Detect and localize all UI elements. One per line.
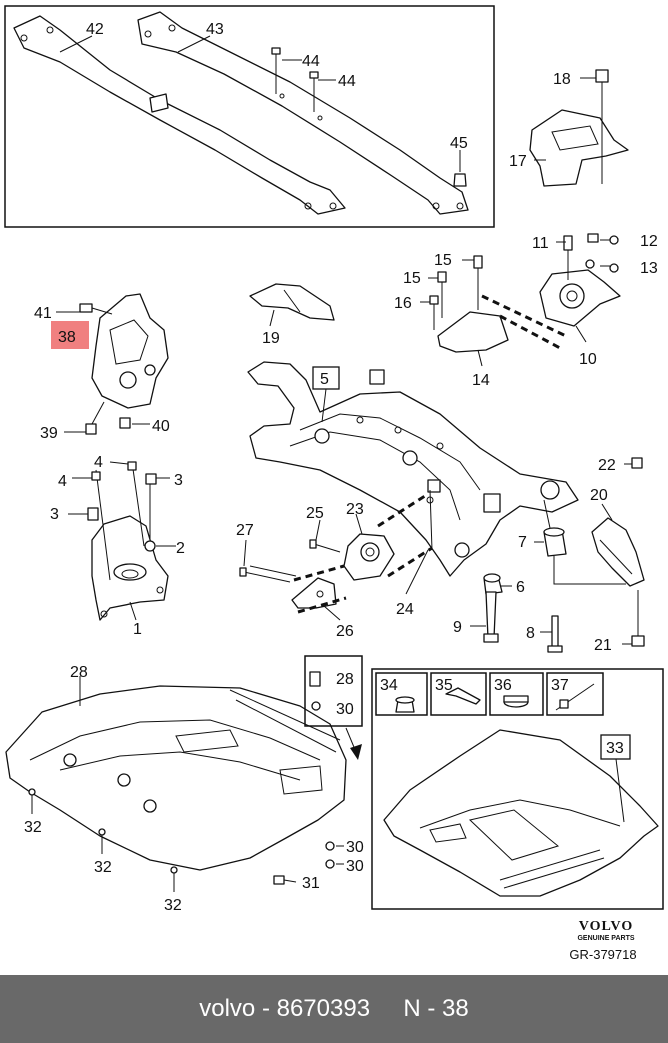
undercover-detail xyxy=(383,729,659,897)
part-14-bracket xyxy=(429,255,509,353)
label-39: 39 xyxy=(40,425,58,442)
part-17-bracket xyxy=(529,69,629,187)
label-32a: 32 xyxy=(24,819,42,836)
label-31: 31 xyxy=(302,875,320,892)
label-35: 35 xyxy=(435,677,453,694)
rails-frame xyxy=(4,5,495,228)
label-14: 14 xyxy=(472,372,490,389)
part-38-engine-mount xyxy=(79,293,169,435)
label-3a: 3 xyxy=(174,472,183,489)
label-26: 26 xyxy=(336,623,354,640)
footer-spacer xyxy=(370,995,403,1023)
fasteners-30-31-32 xyxy=(28,788,335,892)
fasteners-28-30 xyxy=(309,671,321,711)
label-19: 19 xyxy=(262,330,280,347)
label-1: 1 xyxy=(133,621,142,638)
box-37 xyxy=(546,672,604,716)
part-20-bracket xyxy=(591,517,645,587)
label-22: 22 xyxy=(598,457,616,474)
label-6: 6 xyxy=(516,579,525,596)
label-2: 2 xyxy=(176,540,185,557)
label-37: 37 xyxy=(551,677,569,694)
callout-labels: 1 2 3 3 4 4 5 6 7 8 9 10 11 12 13 14 15 … xyxy=(24,21,658,914)
box-35 xyxy=(430,672,487,716)
diagram-ref: GR-379718 xyxy=(569,947,636,962)
label-4a: 4 xyxy=(94,454,103,471)
label-4b: 4 xyxy=(58,473,67,490)
part-1-mount xyxy=(87,461,169,621)
label-40: 40 xyxy=(152,418,170,435)
label-30b: 30 xyxy=(346,839,364,856)
label-23: 23 xyxy=(346,501,364,518)
detail-fasteners xyxy=(395,683,595,713)
part-42-rail xyxy=(13,15,346,215)
fastener-box xyxy=(304,655,363,727)
label-24: 24 xyxy=(396,601,414,618)
part-19-bracket xyxy=(249,283,335,321)
detail-frame xyxy=(371,668,664,910)
bolts-24-25-27 xyxy=(239,489,433,583)
part-5-subframe xyxy=(247,361,579,577)
label-16: 16 xyxy=(394,295,412,312)
footer-bar: volvo - 8670393 N - 38 xyxy=(0,975,668,1043)
footer-part-number: volvo - 8670393 xyxy=(199,995,371,1022)
bolts-8-9-21-22 xyxy=(483,457,645,653)
part-23-mount xyxy=(343,533,395,581)
label-30a: 30 xyxy=(336,701,354,718)
footer-position: N - 38 xyxy=(403,995,469,1022)
label-15b: 15 xyxy=(403,270,421,287)
label-21: 21 xyxy=(594,637,612,654)
label-41: 41 xyxy=(34,305,52,322)
label-32c: 32 xyxy=(164,897,182,914)
part-10-mount xyxy=(539,233,621,327)
label-17: 17 xyxy=(509,153,527,170)
arrow-icon xyxy=(350,744,362,760)
label-44a: 44 xyxy=(302,53,320,70)
highlight-38 xyxy=(51,321,89,349)
label-13: 13 xyxy=(640,260,658,277)
label-33: 33 xyxy=(606,740,624,757)
part-28-undercover xyxy=(5,685,347,871)
label-28b: 28 xyxy=(336,671,354,688)
label-5: 5 xyxy=(320,371,329,388)
label-45: 45 xyxy=(450,135,468,152)
label-20: 20 xyxy=(590,487,608,504)
parts-diagram: 1 2 3 3 4 4 5 6 7 8 9 10 11 12 13 14 15 … xyxy=(4,5,664,962)
label-32b: 32 xyxy=(94,859,112,876)
label-3b: 3 xyxy=(50,506,59,523)
genuine-parts-tagline: GENUINE PARTS xyxy=(577,935,634,942)
label-9: 9 xyxy=(453,619,462,636)
label-42: 42 xyxy=(86,21,104,38)
label-18: 18 xyxy=(553,71,571,88)
label-25: 25 xyxy=(306,505,324,522)
label-11: 11 xyxy=(532,235,549,252)
label-28a: 28 xyxy=(70,664,88,681)
label-30c: 30 xyxy=(346,858,364,875)
box-36 xyxy=(489,672,544,716)
label-10: 10 xyxy=(579,351,597,368)
part-26-bracket xyxy=(291,577,337,609)
label-7: 7 xyxy=(518,534,527,551)
parts-6-7-bushings xyxy=(483,499,567,595)
label-43: 43 xyxy=(206,21,224,38)
label-34: 34 xyxy=(380,677,398,694)
label-27: 27 xyxy=(236,522,254,539)
box-33 xyxy=(600,734,631,760)
label-15a: 15 xyxy=(434,252,452,269)
label-36: 36 xyxy=(494,677,512,694)
part-43-rail xyxy=(137,11,469,215)
label-8: 8 xyxy=(526,625,535,642)
label-12: 12 xyxy=(640,233,658,250)
bolts-44-45 xyxy=(271,47,467,187)
box-34 xyxy=(375,672,428,716)
volvo-logo: VOLVO xyxy=(579,919,634,934)
label-44b: 44 xyxy=(338,73,356,90)
label-38: 38 xyxy=(58,329,76,346)
